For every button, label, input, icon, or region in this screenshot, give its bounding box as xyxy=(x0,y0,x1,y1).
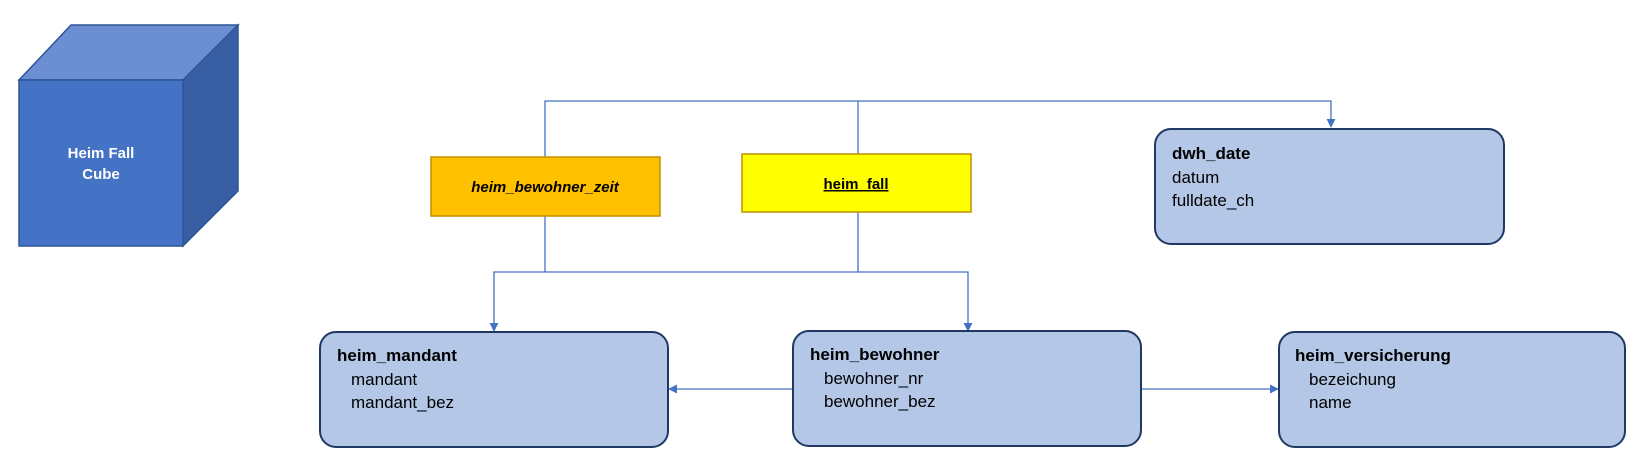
connector-to-heim-mandant xyxy=(489,212,859,332)
dimension-heim-mandant[interactable]: heim_mandant mandant mandant_bez xyxy=(319,331,669,448)
fact-heim-bewohner-zeit[interactable]: heim_bewohner_zeit xyxy=(430,156,661,217)
fact-heim-fall-box xyxy=(741,153,972,213)
cube-front-face xyxy=(18,79,184,247)
dimension-heim-mandant-field: mandant xyxy=(351,370,417,389)
dimension-heim-mandant-field: mandant_bez xyxy=(351,393,454,412)
dimension-dwh-date[interactable]: dwh_date datum fulldate_ch xyxy=(1154,128,1505,245)
dimension-dwh-date-box xyxy=(1154,128,1505,245)
heim-fall-cube[interactable]: Heim Fall Cube xyxy=(17,23,240,248)
fact-heim-bewohner-zeit-label: heim_bewohner_zeit xyxy=(471,179,620,196)
dimension-heim-bewohner-box xyxy=(792,330,1142,447)
dimension-heim-bewohner[interactable]: heim_bewohner bewohner_nr bewohner_bez xyxy=(792,330,1142,447)
cube-label-line1: Heim Fall xyxy=(68,145,135,162)
fact-heim-bewohner-zeit-box xyxy=(430,156,661,217)
dimension-heim-versicherung-field: name xyxy=(1309,393,1352,412)
dimension-dwh-date-field: datum xyxy=(1172,168,1219,187)
dimension-heim-bewohner-title: heim_bewohner xyxy=(810,345,940,364)
dimension-heim-versicherung-field: bezeichung xyxy=(1309,370,1396,389)
cube-label-line2: Cube xyxy=(82,166,120,183)
dimension-dwh-date-title: dwh_date xyxy=(1172,144,1250,163)
dimension-heim-mandant-title: heim_mandant xyxy=(337,346,457,365)
dimension-dwh-date-field: fulldate_ch xyxy=(1172,191,1254,210)
fact-heim-fall-label: heim_fall xyxy=(823,176,888,193)
dimension-heim-bewohner-field: bewohner_nr xyxy=(824,369,924,388)
dimension-heim-bewohner-field: bewohner_bez xyxy=(824,392,936,411)
dimension-heim-versicherung[interactable]: heim_versicherung bezeichung name xyxy=(1278,331,1626,448)
dimension-heim-versicherung-title: heim_versicherung xyxy=(1295,346,1451,365)
dimension-heim-versicherung-box xyxy=(1278,331,1626,448)
connector-top-to-dwh-date xyxy=(544,100,1336,157)
fact-heim-fall[interactable]: heim_fall xyxy=(741,153,972,213)
dimension-heim-mandant-box xyxy=(319,331,669,448)
connectors xyxy=(489,100,1336,394)
connector-to-heim-bewohner xyxy=(858,271,973,332)
